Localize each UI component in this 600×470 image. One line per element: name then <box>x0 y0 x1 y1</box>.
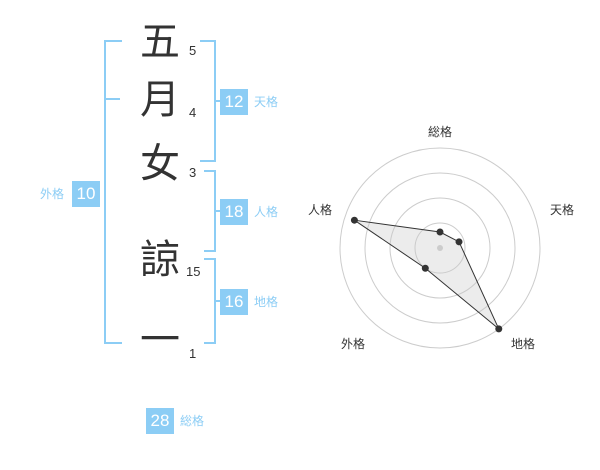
radar-point-4 <box>421 264 429 272</box>
stroke-count-3: 3 <box>189 165 197 180</box>
name-char-2: 月 <box>140 77 180 123</box>
chikaku-label: 地格 <box>254 295 279 309</box>
radar-point-1 <box>436 228 444 236</box>
radar-ring-4 <box>339 147 541 349</box>
gaikaku-label: 外格 <box>40 187 65 201</box>
radar-axis-label-soukaku: 総格 <box>428 125 453 139</box>
radar-axis-label-gaikaku: 外格 <box>341 337 366 351</box>
radar-series-polygon <box>354 219 500 330</box>
soukaku-value: 28 <box>146 408 174 434</box>
soukaku-label: 総格 <box>180 414 205 428</box>
radar-ring-2 <box>389 197 491 299</box>
gaikaku-bracket <box>104 40 122 344</box>
stroke-count-1: 5 <box>189 43 197 58</box>
radar-center <box>437 245 443 251</box>
gaikaku-value: 10 <box>72 181 100 207</box>
gaikaku-bracket-tick <box>104 98 120 100</box>
radar-ring-3 <box>364 172 516 324</box>
chikaku-value: 16 <box>220 289 248 315</box>
name-char-3: 女 <box>140 141 180 187</box>
radar-axis-label-chikaku: 地格 <box>511 337 536 351</box>
radar-point-2 <box>455 238 463 246</box>
jinkaku-connector <box>214 210 220 212</box>
jinkaku-label: 人格 <box>254 205 279 219</box>
radar-point-5 <box>350 216 358 224</box>
radar-axis-label-jinkaku: 人格 <box>308 203 333 217</box>
name-char-5: 一 <box>140 317 180 363</box>
name-char-4: 諒 <box>140 237 180 283</box>
radar-ring-1 <box>414 222 466 274</box>
chikaku-connector <box>214 300 220 302</box>
tenkaku-connector <box>214 100 220 102</box>
tenkaku-value: 12 <box>220 89 248 115</box>
stroke-count-2: 4 <box>189 105 197 120</box>
stroke-count-4: 15 <box>186 264 201 279</box>
radar-axis-label-tenkaku: 天格 <box>550 203 575 217</box>
name-char-1: 五 <box>140 19 180 65</box>
tenkaku-label: 天格 <box>254 95 279 109</box>
radar-point-3 <box>495 325 503 333</box>
stroke-count-5: 1 <box>189 346 197 361</box>
jinkaku-value: 18 <box>220 199 248 225</box>
